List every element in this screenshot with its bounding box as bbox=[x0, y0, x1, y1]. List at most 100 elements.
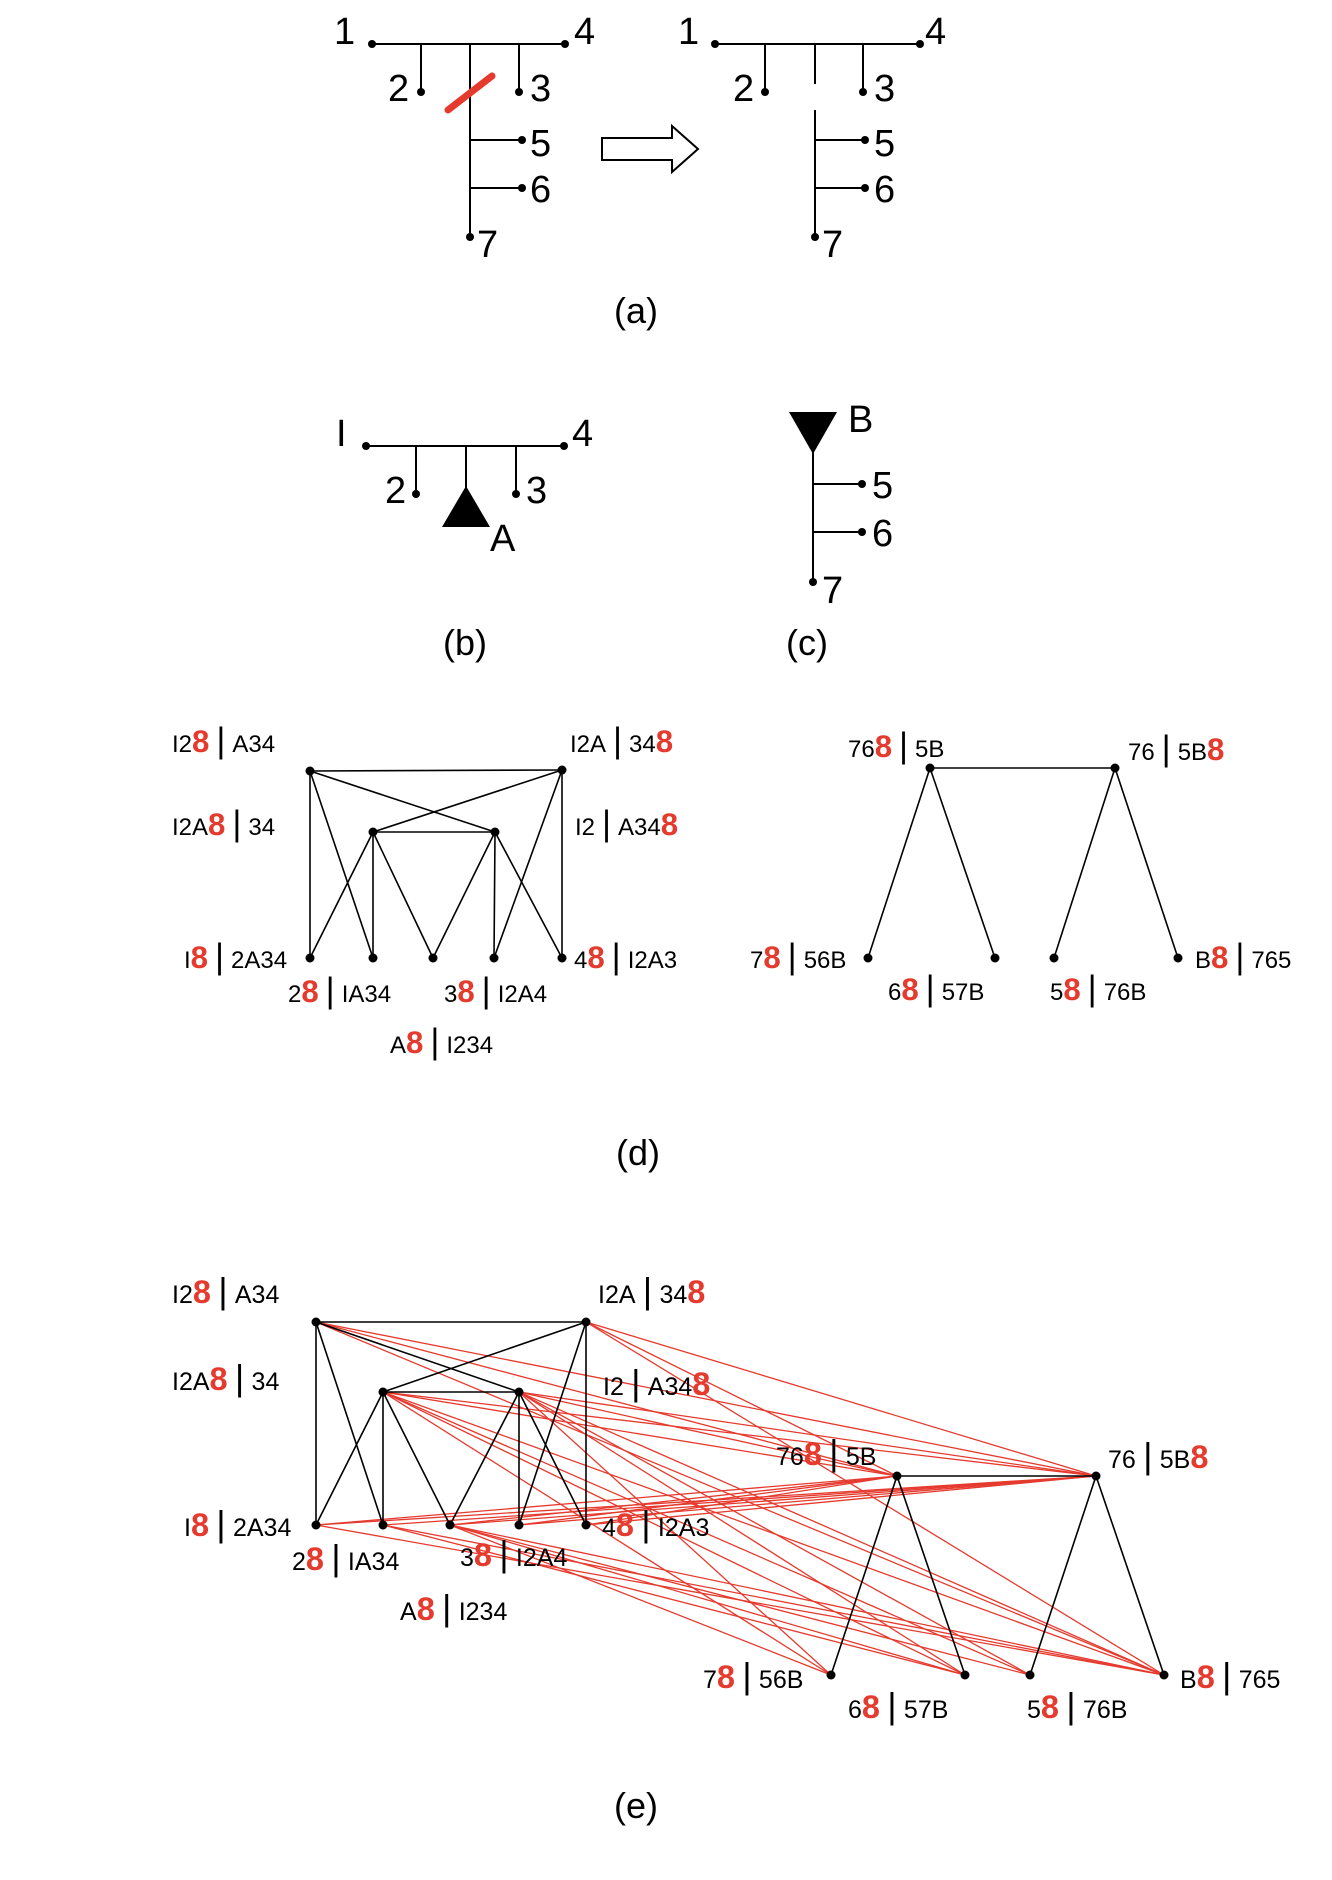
cross-edge-25 bbox=[449, 1524, 1165, 1676]
cross-edge-28 bbox=[449, 1524, 832, 1676]
label-a-1: 1 bbox=[334, 11, 355, 53]
graph-d-right-nodes bbox=[863, 763, 1183, 963]
graph-e-cross-edges bbox=[315, 1321, 1165, 1676]
label-d-left-5-text: 28 | IA34 bbox=[288, 971, 391, 1010]
label-e-left-0: I28 | A34 bbox=[172, 1270, 279, 1311]
label-b-1: I bbox=[336, 413, 347, 455]
graph-e-left-edges bbox=[315, 1321, 1165, 1676]
panel-a: 1 4 2 3 5 6 7 1 4 2 3 5 6 7 ( bbox=[334, 11, 946, 331]
label-e-right-0: 768 | 5B bbox=[776, 1432, 876, 1473]
cross-edge-9 bbox=[382, 1391, 966, 1676]
label-c-5: 5 bbox=[872, 465, 893, 507]
cross-edge-8 bbox=[382, 1391, 832, 1676]
label-e-right-2: 78 | 56B bbox=[703, 1655, 803, 1696]
cross-edge-7 bbox=[382, 1391, 1097, 1477]
label-a2-1: 1 bbox=[678, 11, 699, 53]
label-d-left-8: A8 | I234 bbox=[390, 1022, 493, 1061]
label-a-7: 7 bbox=[477, 224, 498, 266]
label-d-right-3-text: 68 | 57B bbox=[888, 969, 984, 1008]
label-d-left-2-text: I2A8 | 34 bbox=[172, 804, 275, 843]
label-d-left-4: I8 | 2A34 bbox=[184, 937, 287, 976]
label-e-left-8: A8 | I234 bbox=[400, 1587, 507, 1628]
label-e-left-7-text: 48 | I2A3 bbox=[602, 1503, 709, 1544]
label-e-left-1-text: I2A | 348 bbox=[598, 1270, 705, 1311]
label-b-a: A bbox=[490, 518, 516, 560]
cross-edge-33 bbox=[585, 1475, 898, 1526]
label-a2-4: 4 bbox=[925, 11, 946, 53]
label-c-b: B bbox=[848, 399, 873, 441]
tree-a-right-dots bbox=[711, 40, 924, 241]
label-d-left-7: 48 | I2A3 bbox=[574, 937, 677, 976]
graph-d-right-edges bbox=[867, 767, 1179, 959]
right-arrow-icon bbox=[601, 123, 700, 175]
label-e-right-1-text: 76 | 5B8 bbox=[1108, 1435, 1208, 1476]
label-a-5: 5 bbox=[530, 123, 551, 165]
label-e-left-3: I2 | A348 bbox=[603, 1362, 710, 1403]
label-d-right-0-text: 768 | 5B bbox=[848, 726, 944, 765]
label-d-left-0-text: I28 | A34 bbox=[172, 721, 275, 760]
label-e-left-3-text: I2 | A348 bbox=[603, 1362, 710, 1403]
label-a-3: 3 bbox=[530, 68, 551, 110]
cross-edge-17 bbox=[518, 1391, 1165, 1676]
tree-c-dots bbox=[809, 480, 866, 586]
cross-edge-27 bbox=[449, 1524, 966, 1676]
tree-a-left-dots bbox=[368, 40, 569, 241]
label-e-left-8-text: A8 | I234 bbox=[400, 1587, 507, 1628]
caption-a: (a) bbox=[614, 290, 658, 331]
label-d-left-7-text: 48 | I2A3 bbox=[574, 937, 677, 976]
tree-c bbox=[812, 450, 862, 580]
cross-edge-13 bbox=[518, 1391, 1097, 1477]
label-d-right-1: 76 | 5B8 bbox=[1128, 729, 1224, 768]
tree-b-dots bbox=[362, 442, 568, 498]
label-d-right-4-text: 58 | 76B bbox=[1050, 969, 1146, 1008]
label-a2-6: 6 bbox=[874, 169, 895, 211]
label-d-right-2-text: 78 | 56B bbox=[750, 937, 846, 976]
cross-edge-24 bbox=[449, 1475, 1097, 1526]
cross-edge-14 bbox=[518, 1391, 832, 1676]
label-a2-7: 7 bbox=[822, 224, 843, 266]
cross-edge-23 bbox=[382, 1524, 966, 1676]
cross-edge-16 bbox=[518, 1391, 1031, 1676]
label-e-right-5-text: B8 | 765 bbox=[1180, 1655, 1280, 1696]
label-d-right-1-text: 76 | 5B8 bbox=[1128, 729, 1224, 768]
label-e-left-0-text: I28 | A34 bbox=[172, 1270, 279, 1311]
panel-b: I 4 2 3 A (b) bbox=[336, 413, 593, 663]
label-d-right-5-text: B8 | 765 bbox=[1195, 937, 1291, 976]
label-e-left-7: 48 | I2A3 bbox=[602, 1503, 709, 1544]
label-e-right-0-text: 768 | 5B bbox=[776, 1432, 876, 1473]
cross-edge-0 bbox=[315, 1321, 1097, 1477]
triangle-up-icon bbox=[442, 486, 490, 527]
label-e-right-4-text: 58 | 76B bbox=[1027, 1685, 1127, 1726]
label-e-left-6: 38 | I2A4 bbox=[460, 1533, 567, 1574]
caption-e: (e) bbox=[614, 1785, 658, 1826]
label-d-left-2: I2A8 | 34 bbox=[172, 804, 275, 843]
cross-edge-32 bbox=[585, 1475, 1097, 1526]
cross-edge-26 bbox=[449, 1524, 1031, 1676]
label-d-right-3: 68 | 57B bbox=[888, 969, 984, 1008]
label-e-left-4: I8 | 2A34 bbox=[184, 1503, 291, 1544]
label-e-left-6-text: 38 | I2A4 bbox=[460, 1533, 567, 1574]
label-e-left-4-text: I8 | 2A34 bbox=[184, 1503, 291, 1544]
label-a2-3: 3 bbox=[874, 68, 895, 110]
tree-a-right bbox=[715, 43, 920, 235]
label-e-right-3: 68 | 57B bbox=[848, 1685, 948, 1726]
label-e-left-2-text: I2A8 | 34 bbox=[172, 1357, 279, 1398]
cut-mark bbox=[444, 72, 496, 114]
label-d-right-4: 58 | 76B bbox=[1050, 969, 1146, 1008]
graph-d-left-edges bbox=[309, 769, 563, 959]
cross-edge-19 bbox=[315, 1475, 898, 1526]
caption-d: (d) bbox=[616, 1132, 660, 1173]
label-e-left-5: 28 | IA34 bbox=[292, 1537, 399, 1578]
label-a-6: 6 bbox=[530, 169, 551, 211]
graph-e-nodes bbox=[311, 1317, 1169, 1680]
label-e-left-5-text: 28 | IA34 bbox=[292, 1537, 399, 1578]
label-a-4: 4 bbox=[574, 11, 595, 53]
label-d-right-2: 78 | 56B bbox=[750, 937, 846, 976]
cross-edge-5 bbox=[585, 1321, 898, 1477]
label-e-right-1: 76 | 5B8 bbox=[1108, 1435, 1208, 1476]
label-b-2: 2 bbox=[385, 470, 406, 512]
label-d-left-3: I2 | A348 bbox=[575, 804, 678, 843]
